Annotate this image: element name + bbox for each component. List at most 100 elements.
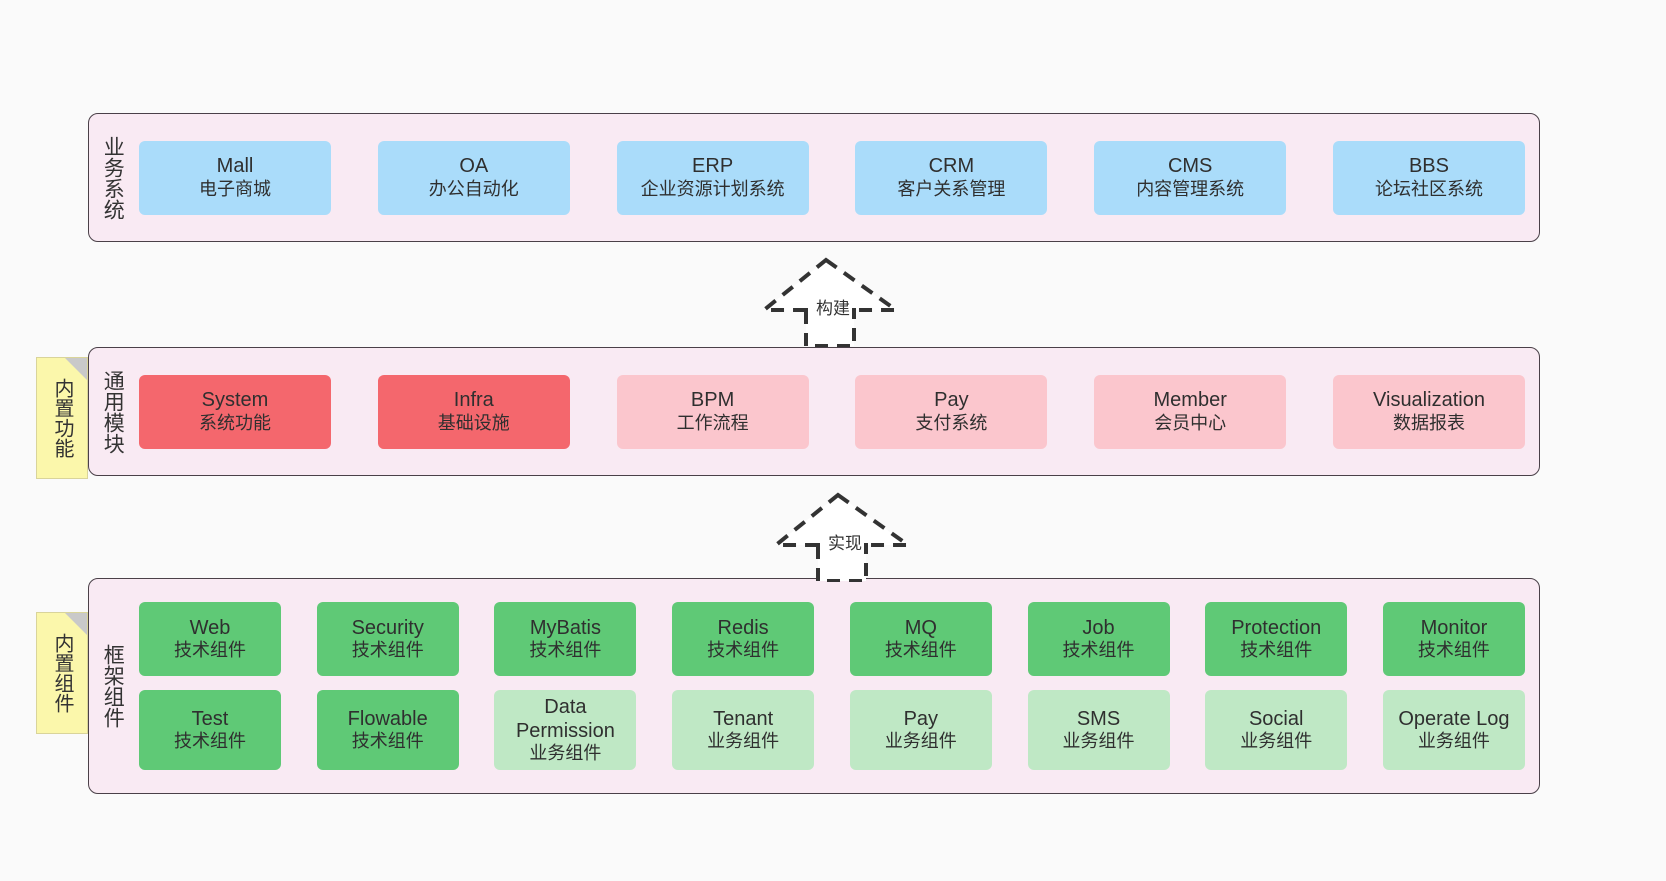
card-subtitle: 技术组件 (351, 731, 424, 752)
card-subtitle: 技术组件 (1240, 640, 1313, 661)
card-subtitle: 技术组件 (174, 640, 246, 661)
card-title: MyBatis (529, 616, 601, 639)
card-oa[interactable]: OA 办公自动化 (377, 140, 570, 215)
card-mybatis[interactable]: MyBatis 技术组件 (494, 602, 637, 676)
card-title: BBS (1408, 155, 1449, 178)
card-social[interactable]: Social 业务组件 (1205, 690, 1348, 770)
card-subtitle: 数据报表 (1392, 412, 1465, 433)
card-pay-component[interactable]: Pay 业务组件 (849, 690, 992, 770)
card-subtitle: 电子商城 (199, 178, 271, 199)
connector-implement-label: 实现 (828, 534, 862, 553)
card-title: Pay (903, 707, 939, 730)
card-title: Job (1082, 616, 1115, 639)
card-title: Tenant (713, 707, 774, 730)
card-job[interactable]: Job 技术组件 (1027, 602, 1170, 676)
card-subtitle: 系统功能 (199, 412, 271, 433)
page-fold-icon (65, 613, 87, 635)
card-subtitle: 企业资源计划系统 (640, 178, 785, 199)
card-title: System (201, 389, 269, 412)
sticky-note-builtin-components: 内置组件 (36, 612, 88, 734)
card-row: Web 技术组件 Security 技术组件 MyBatis 技术组件 Redi… (139, 602, 1525, 676)
sticky-note-text: 内置组件 (51, 633, 73, 713)
card-pay[interactable]: Pay 支付系统 (855, 374, 1048, 449)
card-infra[interactable]: Infra 基础设施 (377, 374, 570, 449)
card-title: CRM (928, 155, 975, 178)
layer-body-business-systems: Mall 电子商城 OA 办公自动化 ERP 企业资源计划系统 CRM 客户关系… (135, 114, 1539, 241)
card-crm[interactable]: CRM 客户关系管理 (855, 140, 1048, 215)
card-title: Flowable (347, 707, 428, 730)
card-title: Test (191, 707, 229, 730)
layer-framework-components: 框架组件 Web 技术组件 Security 技术组件 MyBatis 技术组件… (88, 578, 1540, 794)
layer-title-framework-components: 框架组件 (101, 644, 125, 728)
card-system[interactable]: System 系统功能 (139, 374, 331, 449)
card-subtitle: 业务组件 (1417, 731, 1490, 752)
card-title: Visualization (1373, 389, 1485, 412)
card-subtitle: 会员中心 (1154, 412, 1227, 433)
card-operate-log[interactable]: Operate Log 业务组件 (1382, 690, 1525, 770)
card-web[interactable]: Web 技术组件 (139, 602, 281, 676)
card-cms[interactable]: CMS 内容管理系统 (1094, 140, 1287, 215)
card-subtitle: 内容管理系统 (1136, 178, 1245, 199)
card-subtitle: 技术组件 (351, 640, 424, 661)
card-title: Pay (934, 389, 969, 412)
sticky-note-builtin-functions: 内置功能 (36, 357, 88, 479)
card-subtitle: 业务组件 (1062, 731, 1135, 752)
connector-build-label: 构建 (816, 299, 850, 318)
card-title: BPM (690, 389, 735, 412)
card-title: MQ (904, 616, 937, 639)
card-subtitle: 业务组件 (1240, 731, 1313, 752)
card-bpm[interactable]: BPM 工作流程 (616, 374, 809, 449)
card-bbs[interactable]: BBS 论坛社区系统 (1332, 140, 1525, 215)
layer-body-common-modules: System 系统功能 Infra 基础设施 BPM 工作流程 Pay 支付系统… (135, 348, 1539, 475)
card-member[interactable]: Member 会员中心 (1094, 374, 1287, 449)
card-title: Security (351, 616, 424, 639)
card-title: Redis (717, 616, 769, 639)
card-subtitle: 技术组件 (884, 640, 957, 661)
card-subtitle: 业务组件 (707, 731, 780, 752)
card-subtitle: 工作流程 (676, 412, 749, 433)
card-visualization[interactable]: Visualization 数据报表 (1332, 374, 1525, 449)
card-title: ERP (692, 155, 734, 178)
card-title: Monitor (1420, 616, 1488, 639)
card-subtitle: 客户关系管理 (897, 178, 1006, 199)
card-title: Web (189, 616, 231, 639)
card-protection[interactable]: Protection 技术组件 (1205, 602, 1348, 676)
card-monitor[interactable]: Monitor 技术组件 (1382, 602, 1525, 676)
card-erp[interactable]: ERP 企业资源计划系统 (616, 140, 809, 215)
card-security[interactable]: Security 技术组件 (316, 602, 459, 676)
card-subtitle: 业务组件 (884, 731, 957, 752)
sticky-note-text: 内置功能 (51, 378, 73, 458)
card-subtitle: 技术组件 (1062, 640, 1135, 661)
card-mall[interactable]: Mall 电子商城 (139, 140, 331, 215)
card-redis[interactable]: Redis 技术组件 (672, 602, 815, 676)
layer-title-business-systems: 业务系统 (101, 135, 125, 220)
card-subtitle: 论坛社区系统 (1374, 178, 1483, 199)
card-subtitle: 基础设施 (437, 412, 510, 433)
card-title: OA (459, 155, 489, 178)
layer-business-systems: 业务系统 Mall 电子商城 OA 办公自动化 ERP 企业资源计划系统 CRM… (88, 113, 1540, 242)
card-title: Social (1248, 707, 1304, 730)
connector-build-arrow (758, 257, 903, 348)
card-test[interactable]: Test 技术组件 (139, 690, 281, 770)
card-flowable[interactable]: Flowable 技术组件 (316, 690, 459, 770)
card-title: Protection (1231, 616, 1322, 639)
page-fold-icon (65, 358, 87, 380)
layer-title-common-modules: 通用模块 (101, 369, 125, 454)
card-title: Data Permission (515, 695, 615, 743)
card-title: Member (1153, 389, 1227, 412)
card-data-permission[interactable]: Data Permission 业务组件 (494, 690, 637, 770)
card-mq[interactable]: MQ 技术组件 (849, 602, 992, 676)
card-tenant[interactable]: Tenant 业务组件 (672, 690, 815, 770)
card-subtitle: 业务组件 (529, 743, 602, 764)
card-subtitle: 办公自动化 (428, 178, 519, 199)
connector-build: 构建 (758, 252, 908, 348)
card-row: Mall 电子商城 OA 办公自动化 ERP 企业资源计划系统 CRM 客户关系… (139, 140, 1525, 215)
card-sms[interactable]: SMS 业务组件 (1027, 690, 1170, 770)
card-subtitle: 技术组件 (174, 731, 246, 752)
card-subtitle: 技术组件 (707, 640, 780, 661)
connector-implement-arrow (770, 492, 915, 583)
card-title: Operate Log (1398, 707, 1510, 730)
card-subtitle: 技术组件 (1417, 640, 1490, 661)
card-subtitle: 技术组件 (529, 640, 602, 661)
